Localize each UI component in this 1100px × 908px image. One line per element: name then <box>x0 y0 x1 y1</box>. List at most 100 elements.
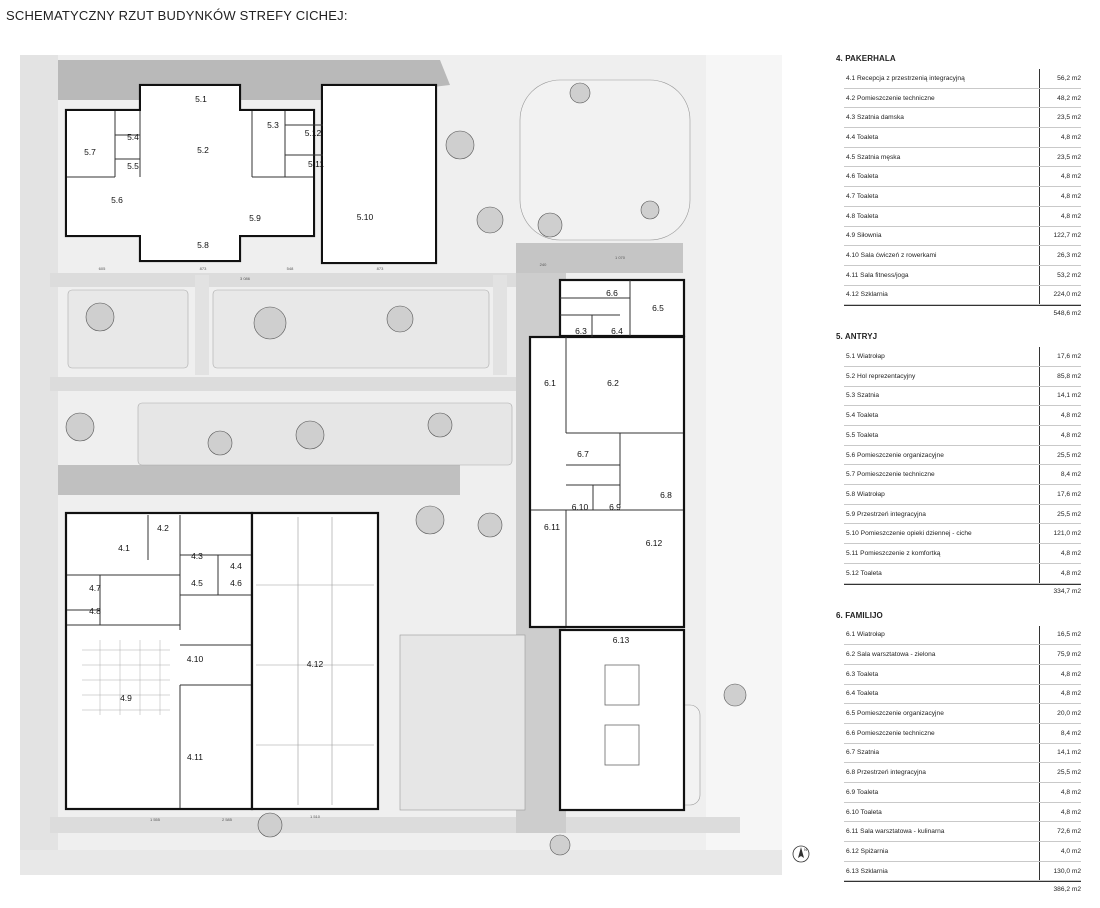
legend-row: 4.7 Toaleta 4,8 m2 <box>844 187 1081 207</box>
room-label-6.9: 6.9 <box>609 502 621 512</box>
room-name: 4.1 Recepcja z przestrzenią integracyjną <box>846 74 965 82</box>
room-name: 6.11 Sala warsztatowa - kulinarna <box>846 828 945 836</box>
room-name: 5.7 Pomieszczenie techniczne <box>846 471 935 479</box>
dim-1070: 1 070 <box>615 255 626 260</box>
legend-row: 5.5 Toaleta 4,8 m2 <box>844 426 1081 446</box>
dim-873-b: 873 <box>377 266 384 271</box>
room-area: 75,9 m2 <box>1039 645 1081 664</box>
room-area: 17,6 m2 <box>1039 485 1081 504</box>
room-label-5.12: 5.12 <box>305 128 322 138</box>
room-area: 4,8 m2 <box>1039 563 1081 583</box>
room-label-6.1: 6.1 <box>544 378 556 388</box>
room-name: 4.10 Sala ćwiczeń z rowerkami <box>846 252 937 260</box>
legend-row: 5.6 Pomieszczenie organizacyjne 25,5 m2 <box>844 445 1081 466</box>
room-area: 8,4 m2 <box>1039 723 1081 743</box>
room-label-4.12: 4.12 <box>307 659 324 669</box>
room-label-4.6: 4.6 <box>230 578 242 588</box>
legend-section: 4. PAKERHALA 4.1 Recepcja z przestrzenią … <box>836 54 1081 320</box>
room-area: 4,8 m2 <box>1039 664 1081 684</box>
room-area: 130,0 m2 <box>1039 861 1081 881</box>
room-label-4.11: 4.11 <box>187 752 203 762</box>
room-name: 6.1 Wiatrołap <box>846 631 885 639</box>
dim-3086: 3 086 <box>240 276 251 281</box>
room-label-4.7: 4.7 <box>89 583 101 593</box>
room-name: 5.5 Toaleta <box>846 431 879 439</box>
legend-section-title: 6. FAMILIJO <box>836 610 883 620</box>
room-area: 4,8 m2 <box>1039 206 1081 226</box>
legend-row: 6.6 Pomieszczenie techniczne 8,4 m2 <box>844 723 1081 744</box>
room-area: 4,8 m2 <box>1039 684 1081 704</box>
legend-row: 5.3 Szatnia 14,1 m2 <box>844 386 1081 407</box>
room-name: 5.4 Toaleta <box>846 412 879 420</box>
legend-total: 548,6 m2 <box>844 305 1081 320</box>
room-name: 4.9 Siłownia <box>846 232 882 240</box>
room-area: 14,1 m2 <box>1039 386 1081 406</box>
room-area: 4,8 m2 <box>1039 167 1081 187</box>
room-name: 6.7 Szatnia <box>846 749 879 757</box>
room-label-4.8: 4.8 <box>89 606 101 616</box>
legend-total: 334,7 m2 <box>844 583 1081 599</box>
room-label-5.7: 5.7 <box>84 147 96 157</box>
room-name: 6.13 Szklarnia <box>846 867 888 875</box>
legend-row: 5.12 Toaleta 4,8 m2 <box>844 563 1081 584</box>
room-area: 4,8 m2 <box>1039 187 1081 206</box>
legend-row: 6.13 Szklarnia 130,0 m2 <box>844 861 1081 882</box>
legend-row: 4.6 Toaleta 4,8 m2 <box>844 167 1081 188</box>
room-label-4.4: 4.4 <box>230 561 242 571</box>
room-label-5.6: 5.6 <box>111 195 123 205</box>
legend-row: 4.8 Toaleta 4,8 m2 <box>844 206 1081 227</box>
room-label-6.2: 6.2 <box>607 378 619 388</box>
room-name: 5.6 Pomieszczenie organizacyjne <box>846 451 944 459</box>
room-name: 6.10 Toaleta <box>846 808 882 816</box>
room-name: 4.8 Toaleta <box>846 212 879 220</box>
room-name: 5.9 Przestrzeń integracyjna <box>846 510 926 518</box>
room-name: 4.2 Pomieszczenie techniczne <box>846 94 935 102</box>
room-name: 4.7 Toaleta <box>846 192 879 200</box>
room-area: 4,0 m2 <box>1039 842 1081 861</box>
room-name: 6.3 Toaleta <box>846 670 879 678</box>
room-name: 4.6 Toaleta <box>846 173 879 181</box>
room-name: 5.3 Szatnia <box>846 392 879 400</box>
legend-section-title: 4. PAKERHALA <box>836 54 896 63</box>
room-area: 72,6 m2 <box>1039 822 1081 842</box>
room-label-6.8: 6.8 <box>660 490 672 500</box>
room-label-5.9: 5.9 <box>249 213 261 223</box>
room-area: 4,8 m2 <box>1039 783 1081 802</box>
legend-row: 4.11 Sala fitness/joga 53,2 m2 <box>844 265 1081 286</box>
svg-text:N: N <box>804 847 807 852</box>
north-arrow-icon: N <box>792 845 810 863</box>
room-name: 4.11 Sala fitness/joga <box>846 271 909 279</box>
dim-1555: 1 555 <box>150 817 161 822</box>
room-area: 121,0 m2 <box>1039 524 1081 544</box>
room-name: 5.8 Wiatrołap <box>846 490 885 498</box>
room-label-5.8: 5.8 <box>197 240 209 250</box>
dim-873-a: 873 <box>200 266 207 271</box>
room-label-6.3: 6.3 <box>575 326 587 336</box>
dim-240: 240 <box>540 262 547 267</box>
room-area: 4,8 m2 <box>1039 426 1081 445</box>
room-area: 53,2 m2 <box>1039 265 1081 285</box>
room-name: 5.12 Toaleta <box>846 569 882 577</box>
room-label-6.7: 6.7 <box>577 449 589 459</box>
room-area: 25,5 m2 <box>1039 445 1081 465</box>
room-label-4.10: 4.10 <box>187 654 204 664</box>
room-label-5.1: 5.1 <box>195 94 207 104</box>
dim-2585: 2 585 <box>222 817 233 822</box>
room-name: 6.6 Pomieszczenie techniczne <box>846 729 935 737</box>
legend-row: 4.1 Recepcja z przestrzenią integracyjną… <box>844 69 1081 89</box>
room-name: 5.1 Wiatrołap <box>846 353 885 361</box>
room-name: 6.12 Spiżarnia <box>846 847 889 855</box>
room-area: 25,5 m2 <box>1039 504 1081 524</box>
